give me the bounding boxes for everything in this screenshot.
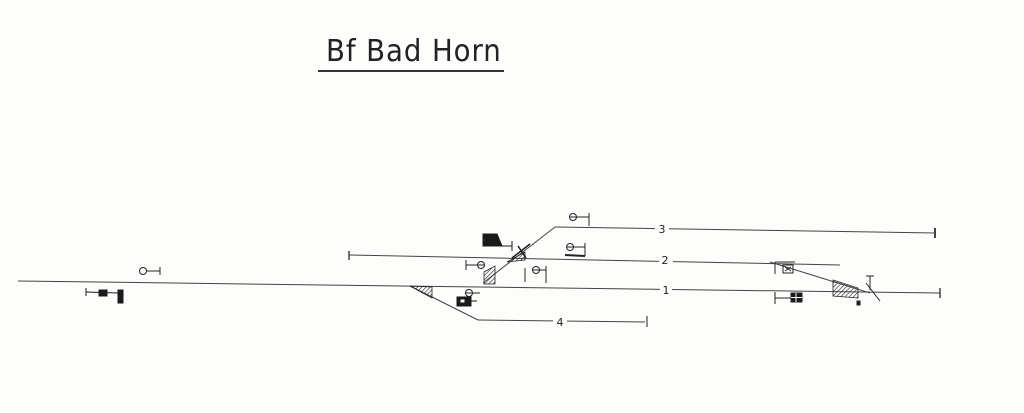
signal-track-1-icon — [524, 266, 547, 283]
entry-signal-left-icon — [139, 267, 161, 275]
switch-hatch-track4 — [409, 285, 433, 299]
track-3-line — [554, 226, 936, 234]
track-2-label: 2 — [662, 254, 669, 267]
signal-far-right-icon — [856, 275, 881, 306]
signal-track-2-icon — [564, 243, 586, 257]
main-track-line — [17, 280, 941, 294]
block-signal-track3-icon — [482, 233, 513, 251]
track-4-label: 4 — [557, 316, 564, 329]
block-signal-track4-icon — [456, 296, 477, 307]
title-underline — [318, 70, 504, 72]
track-2-line — [348, 254, 841, 266]
signal-shunt-left-icon — [465, 260, 485, 270]
station-title: Bf Bad Horn — [326, 34, 502, 69]
signal-track-4-icon — [465, 289, 480, 297]
signal-right-track-1-icon — [774, 292, 803, 304]
switch-cross-icon — [511, 243, 531, 259]
signal-right-track-2-icon — [774, 261, 795, 274]
track-3-label: 3 — [659, 223, 666, 236]
switch-hatch-track3-lower — [483, 265, 496, 285]
track-1-label: 1 — [663, 284, 670, 297]
signal-track-3-icon — [569, 213, 590, 226]
distant-signal-left-icon — [85, 288, 124, 304]
switch-hatch-right — [832, 279, 859, 299]
